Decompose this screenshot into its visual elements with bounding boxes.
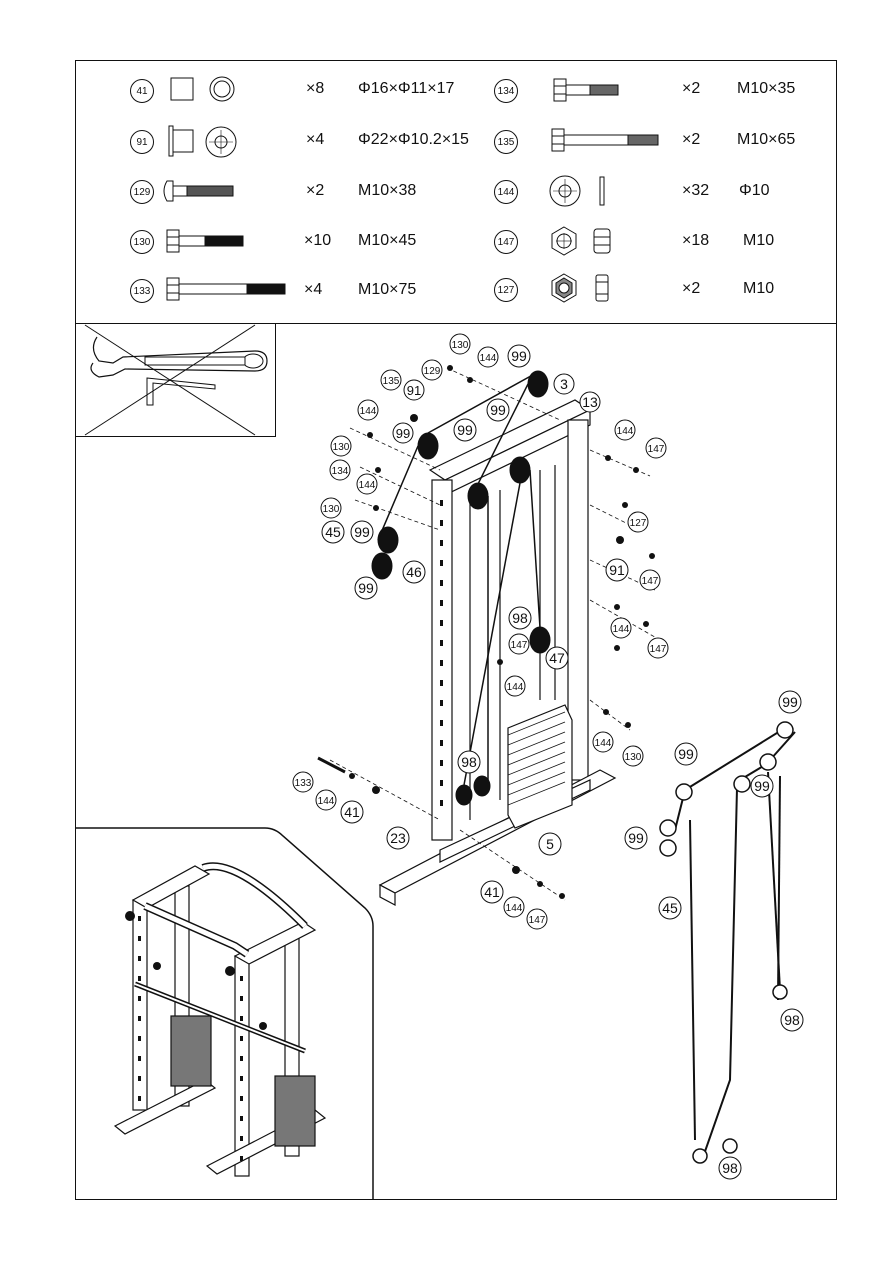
callout-99: 99 xyxy=(511,348,527,364)
part-quantity: ×4 xyxy=(306,131,325,148)
callout-133: 133 xyxy=(295,778,312,789)
short-hex-bolt-icon xyxy=(553,78,619,102)
callout-98: 98 xyxy=(512,610,528,626)
part-quantity: ×8 xyxy=(306,80,325,97)
callout-147: 147 xyxy=(650,644,667,655)
spacer-icon xyxy=(170,76,235,102)
callout-135: 135 xyxy=(383,376,400,387)
bushing-icon xyxy=(168,125,237,158)
callout-41: 41 xyxy=(484,884,500,900)
callout-99: 99 xyxy=(354,524,370,540)
washer-icon xyxy=(549,175,605,207)
callout-130: 130 xyxy=(452,340,469,351)
callout-144: 144 xyxy=(617,426,634,437)
callout-41: 41 xyxy=(344,804,360,820)
cable-routing-diagram: 99 99 99 99 45 98 98 xyxy=(624,690,804,1180)
callout-46: 46 xyxy=(406,564,422,580)
part-number-badge: 133 xyxy=(130,279,154,303)
callout-99: 99 xyxy=(457,422,473,438)
part-number-badge: 147 xyxy=(494,230,518,254)
part-spec: M10×45 xyxy=(358,232,417,249)
callout-5: 5 xyxy=(546,836,554,852)
part-quantity: ×2 xyxy=(682,131,701,148)
callout-130: 130 xyxy=(625,752,642,763)
part-quantity: ×10 xyxy=(304,232,332,249)
lock-nut-icon xyxy=(551,226,611,256)
callout-99: 99 xyxy=(358,580,374,596)
part-spec: M10×35 xyxy=(737,80,796,97)
part-spec: M10×38 xyxy=(358,182,417,199)
cable-callout-98: 98 xyxy=(722,1160,738,1176)
part-number-badge: 41 xyxy=(130,79,154,103)
callout-147: 147 xyxy=(529,915,546,926)
hex-nut-icon xyxy=(551,273,609,303)
part-quantity: ×4 xyxy=(304,281,323,298)
wrench-and-allen-key-icon xyxy=(84,324,268,436)
callout-147: 147 xyxy=(642,576,659,587)
part-number-badge: 134 xyxy=(494,79,518,103)
callout-3: 3 xyxy=(560,376,568,392)
callout-99: 99 xyxy=(396,426,410,441)
callout-47: 47 xyxy=(549,650,565,666)
callout-144: 144 xyxy=(360,406,377,417)
part-number-badge: 130 xyxy=(130,230,154,254)
callout-144: 144 xyxy=(480,353,497,364)
callout-129: 129 xyxy=(424,366,441,377)
callout-99: 99 xyxy=(490,402,506,418)
hex-bolt-icon xyxy=(166,229,244,253)
assembled-machine-inset xyxy=(75,827,374,1200)
part-number-badge: 129 xyxy=(130,180,154,204)
medium-hex-bolt-icon xyxy=(551,128,659,152)
callout-144: 144 xyxy=(506,903,523,914)
callout-144: 144 xyxy=(359,480,376,491)
part-spec: Φ16×Φ11×17 xyxy=(358,80,455,97)
callout-45: 45 xyxy=(325,524,341,540)
callout-127: 127 xyxy=(630,518,647,529)
part-number-badge: 144 xyxy=(494,180,518,204)
page-frame xyxy=(75,60,837,1200)
long-hex-bolt-icon xyxy=(166,277,286,301)
callout-144: 144 xyxy=(595,738,612,749)
part-number-badge: 127 xyxy=(494,278,518,302)
callout-147: 147 xyxy=(648,444,665,455)
part-number-badge: 135 xyxy=(494,130,518,154)
part-spec: Φ22×Φ10.2×15 xyxy=(358,131,469,148)
callout-130: 130 xyxy=(333,442,350,453)
part-quantity: ×2 xyxy=(306,182,325,199)
callout-13: 13 xyxy=(582,394,598,410)
callout-91: 91 xyxy=(407,383,421,398)
cable-callout-98: 98 xyxy=(784,1012,800,1028)
part-spec: M10×75 xyxy=(358,281,417,298)
callout-23: 23 xyxy=(390,830,406,846)
part-quantity: ×2 xyxy=(682,80,701,97)
cable-callout-99: 99 xyxy=(754,778,770,794)
part-quantity: ×2 xyxy=(682,280,701,297)
part-number-badge: 91 xyxy=(130,130,154,154)
callout-144: 144 xyxy=(613,624,630,635)
callout-134: 134 xyxy=(332,466,349,477)
cable-callout-45: 45 xyxy=(662,900,678,916)
part-quantity: ×18 xyxy=(682,232,710,249)
callout-144: 144 xyxy=(507,682,524,693)
part-spec: M10 xyxy=(743,232,775,249)
part-spec: M10×65 xyxy=(737,131,796,148)
callout-130: 130 xyxy=(323,504,340,515)
part-spec: M10 xyxy=(743,280,775,297)
parts-table-divider xyxy=(75,323,837,324)
part-quantity: ×32 xyxy=(682,182,710,199)
part-spec: Φ10 xyxy=(739,182,770,199)
callout-144: 144 xyxy=(318,796,335,807)
cable-callout-99: 99 xyxy=(678,746,694,762)
tools-panel xyxy=(75,323,276,437)
callout-91: 91 xyxy=(609,562,625,578)
callout-147: 147 xyxy=(511,640,528,651)
carriage-bolt-icon xyxy=(163,180,234,202)
cable-callout-99: 99 xyxy=(782,694,798,710)
callout-98: 98 xyxy=(461,754,477,770)
cable-callout-99: 99 xyxy=(628,830,644,846)
